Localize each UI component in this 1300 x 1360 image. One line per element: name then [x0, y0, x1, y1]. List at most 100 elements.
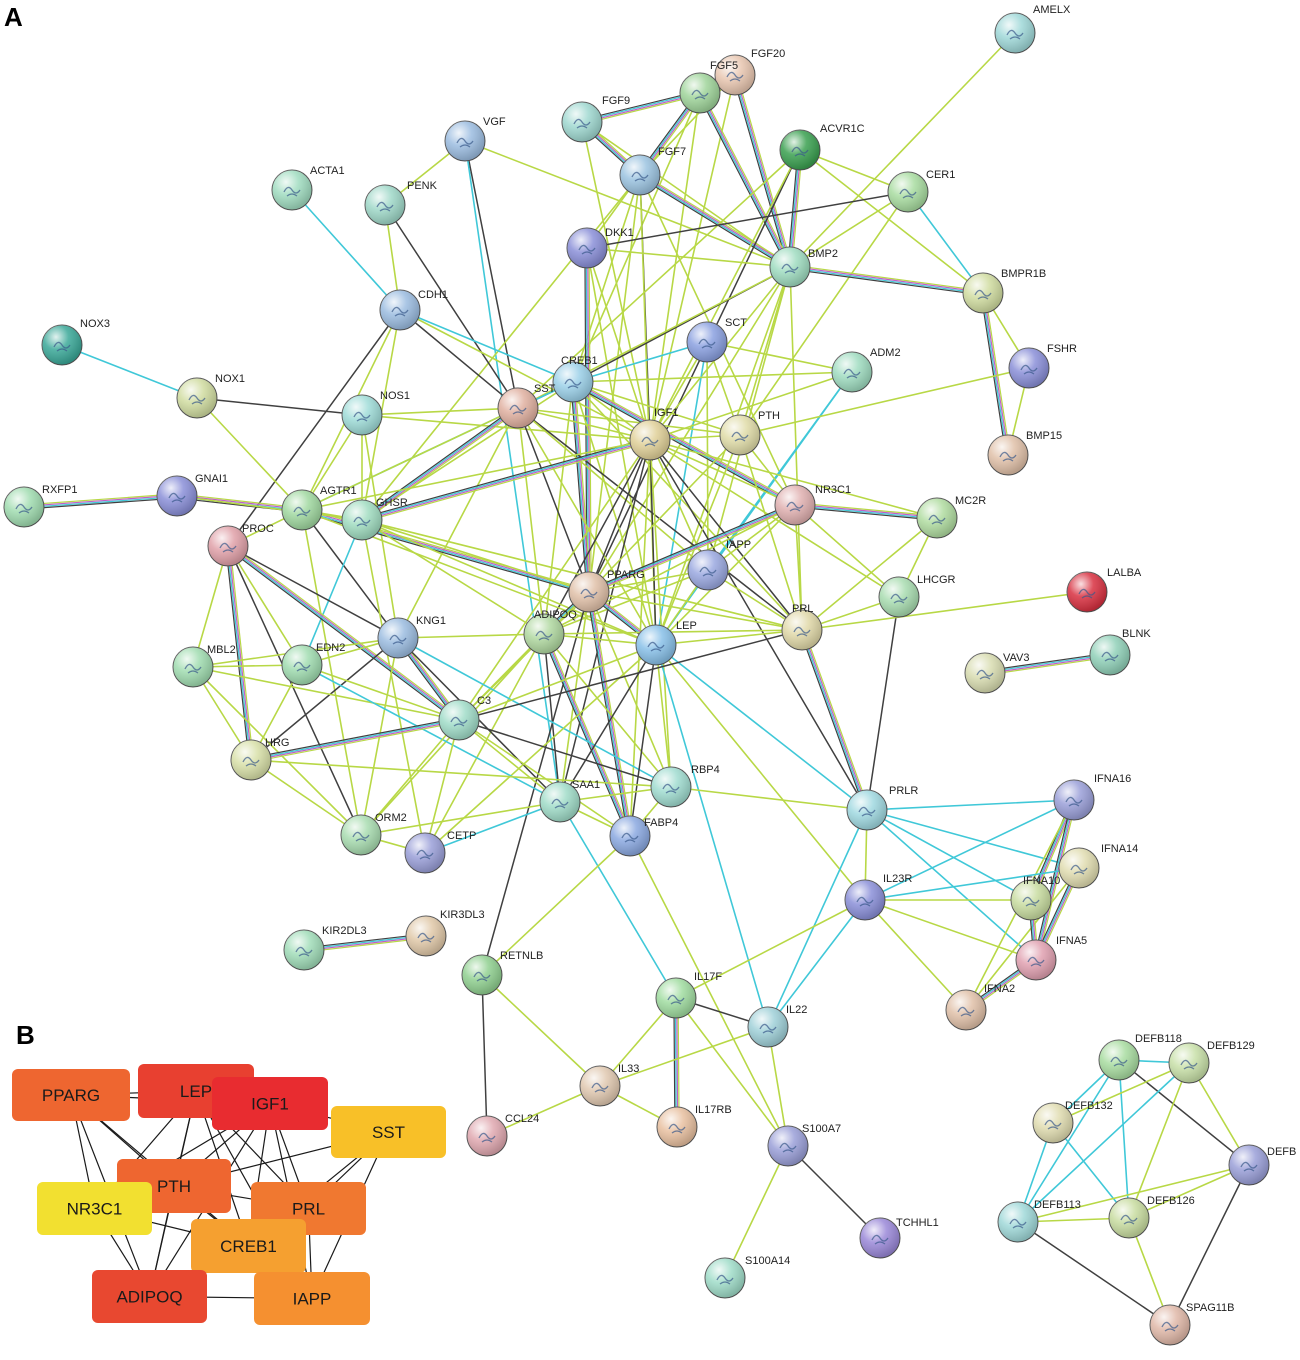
- node-tchhl1[interactable]: TCHHL1: [859, 1217, 939, 1259]
- node-bmpr1b[interactable]: BMPR1B: [962, 268, 1046, 314]
- edge-prl-prlr-strand-2: [800, 629, 867, 811]
- edge-defb118-defb113: [1017, 1059, 1120, 1223]
- node-agtr1[interactable]: AGTR1: [281, 485, 357, 531]
- node-nox1[interactable]: NOX1: [176, 373, 245, 419]
- node-vav3[interactable]: VAV3: [964, 652, 1030, 694]
- node-ifna16[interactable]: IFNA16: [1053, 773, 1131, 821]
- node-kir3dl3[interactable]: KIR3DL3: [405, 909, 485, 957]
- node-ccl24[interactable]: CCL24: [466, 1113, 539, 1157]
- node-fgf5[interactable]: FGF5: [679, 60, 738, 114]
- node-pparg[interactable]: PPARG: [568, 569, 645, 613]
- node-adipoq[interactable]: ADIPOQ: [523, 609, 577, 655]
- node-rxfp1[interactable]: RXFP1: [3, 484, 77, 528]
- hub-node-adipoq[interactable]: ADIPOQ: [92, 1270, 207, 1323]
- node-saa1[interactable]: SAA1: [539, 779, 600, 823]
- protein-structure-icon: [389, 634, 407, 645]
- protein-structure-icon: [53, 341, 71, 352]
- edge-fgf5-bmp2-strand-0: [701, 91, 793, 267]
- node-dkk1[interactable]: DKK1: [566, 227, 634, 269]
- node-cdh1[interactable]: CDH1: [379, 289, 448, 331]
- edge-sst-lep: [517, 407, 657, 646]
- node-pth[interactable]: PTH: [719, 410, 780, 456]
- node-iapp[interactable]: IAPP: [687, 539, 751, 591]
- node-vgf[interactable]: VGF: [444, 116, 506, 162]
- node-penk[interactable]: PENK: [364, 180, 438, 226]
- node-sst[interactable]: SST: [497, 383, 556, 429]
- node-mbl2[interactable]: MBL2: [172, 644, 236, 688]
- edge-creb1-nr3c1-strand-0: [573, 379, 797, 504]
- node-spag11b[interactable]: SPAG11B: [1149, 1302, 1235, 1346]
- node-fgf7[interactable]: FGF7: [619, 146, 686, 196]
- node-kir2dl3[interactable]: KIR2DL3: [283, 925, 367, 971]
- node-fabp4[interactable]: FABP4: [609, 815, 678, 857]
- node-lep[interactable]: LEP: [635, 620, 697, 666]
- node-ghsr[interactable]: GHSR: [341, 497, 408, 541]
- hub-node-iapp[interactable]: IAPP: [254, 1272, 370, 1325]
- node-rbp4[interactable]: RBP4: [650, 764, 720, 808]
- node-edn2[interactable]: EDN2: [281, 642, 345, 686]
- node-il22[interactable]: IL22: [747, 1004, 807, 1048]
- node-defb129[interactable]: DEFB129: [1168, 1040, 1255, 1084]
- hub-node-label-creb1: CREB1: [220, 1237, 277, 1256]
- node-amelx[interactable]: AMELX: [994, 4, 1071, 54]
- node-nox3[interactable]: NOX3: [41, 318, 110, 366]
- node-fgf9[interactable]: FGF9: [561, 95, 630, 143]
- node-igf1[interactable]: IGF1: [629, 407, 678, 461]
- node-il17rb[interactable]: IL17RB: [656, 1104, 732, 1148]
- node-blnk[interactable]: BLNK: [1089, 628, 1151, 676]
- node-il23r[interactable]: IL23R: [844, 873, 912, 921]
- node-prlr[interactable]: PRLR: [846, 785, 918, 831]
- node-ifna14[interactable]: IFNA14: [1058, 843, 1138, 889]
- node-proc[interactable]: PROC: [207, 523, 274, 567]
- hub-node-sst[interactable]: SST: [331, 1106, 446, 1158]
- hub-node-nr3c1[interactable]: NR3C1: [37, 1182, 152, 1235]
- node-bmp15[interactable]: BMP15: [987, 430, 1062, 476]
- hub-node-igf1[interactable]: IGF1: [212, 1077, 328, 1130]
- node-nos1[interactable]: NOS1: [341, 390, 410, 436]
- node-defb[interactable]: DEFB: [1228, 1144, 1296, 1186]
- node-cetp[interactable]: CETP: [404, 830, 476, 874]
- node-ifna2[interactable]: IFNA2: [945, 983, 1015, 1031]
- hub-node-pparg[interactable]: PPARG: [12, 1069, 130, 1121]
- edge-igf1-ghsr-strand-3: [360, 437, 651, 519]
- node-hrg[interactable]: HRG: [230, 737, 289, 781]
- node-defb126[interactable]: DEFB126: [1108, 1195, 1195, 1239]
- node-acta1[interactable]: ACTA1: [271, 165, 345, 211]
- node-lhcgr[interactable]: LHCGR: [878, 574, 956, 618]
- node-bmp2[interactable]: BMP2: [769, 246, 838, 288]
- hub-node-creb1[interactable]: CREB1: [191, 1219, 306, 1273]
- node-label-cer1: CER1: [926, 169, 955, 181]
- node-gnai1[interactable]: GNAI1: [156, 473, 228, 517]
- edge-cer1-pth: [739, 191, 909, 436]
- node-ifna10[interactable]: IFNA10: [1010, 875, 1060, 921]
- node-prl[interactable]: PRL: [781, 603, 823, 651]
- protein-structure-icon: [591, 1082, 609, 1093]
- edge-sst-pparg: [517, 407, 590, 593]
- node-creb1[interactable]: CREB1: [552, 355, 598, 403]
- node-defb113[interactable]: DEFB113: [997, 1199, 1081, 1243]
- node-acvr1c[interactable]: ACVR1C: [779, 123, 865, 171]
- node-s100a7[interactable]: S100A7: [767, 1123, 841, 1167]
- node-cer1[interactable]: CER1: [887, 169, 955, 213]
- node-defb132[interactable]: DEFB132: [1032, 1100, 1113, 1144]
- edge-amelx-bmp2: [789, 32, 1016, 268]
- node-c3[interactable]: C3: [438, 695, 491, 741]
- edge-sct-creb1: [572, 341, 708, 383]
- node-ifna5[interactable]: IFNA5: [1015, 935, 1087, 981]
- node-defb118[interactable]: DEFB118: [1098, 1033, 1182, 1081]
- node-sct[interactable]: SCT: [686, 317, 747, 363]
- edge-prlr-ifna10: [866, 809, 1032, 901]
- node-s100a14[interactable]: S100A14: [704, 1255, 790, 1299]
- node-mc2r[interactable]: MC2R: [916, 495, 986, 539]
- node-il33[interactable]: IL33: [579, 1063, 639, 1107]
- node-adm2[interactable]: ADM2: [831, 347, 901, 393]
- node-lalba[interactable]: LALBA: [1066, 567, 1142, 613]
- node-fgf20[interactable]: FGF20: [714, 48, 785, 96]
- node-il17f[interactable]: IL17F: [655, 971, 722, 1019]
- edge-prlr-ifna5: [866, 809, 1037, 961]
- node-kng1[interactable]: KNG1: [377, 615, 446, 659]
- node-nr3c1[interactable]: NR3C1: [774, 484, 851, 526]
- node-retnlb[interactable]: RETNLB: [461, 950, 543, 996]
- node-orm2[interactable]: ORM2: [340, 812, 407, 856]
- node-fshr[interactable]: FSHR: [1008, 343, 1077, 389]
